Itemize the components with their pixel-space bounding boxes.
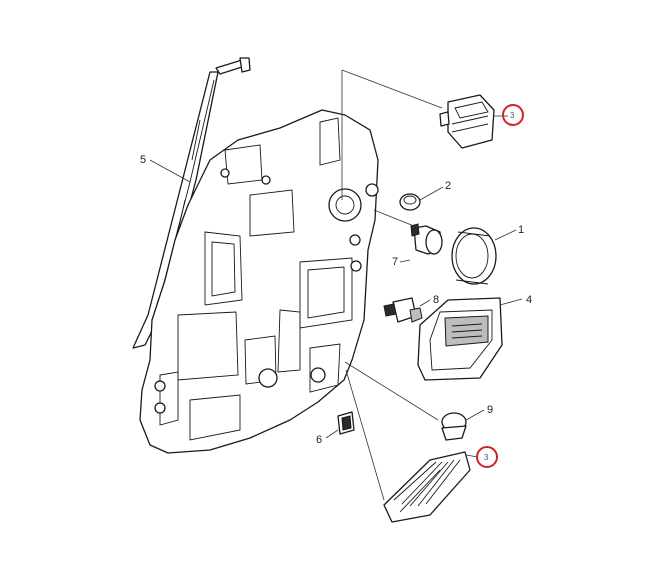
callout-3-bottom-highlight (476, 446, 498, 468)
callout-9: 9 (487, 404, 493, 416)
callout-3-top-highlight (502, 104, 524, 126)
part-7-bulb[interactable] (410, 223, 443, 255)
callout-8: 8 (433, 294, 439, 306)
part-4-control-module[interactable] (417, 297, 503, 381)
callout-labels: 1 2 4 5 6 7 8 9 3 3 (140, 104, 532, 468)
callout-1: 1 (518, 224, 524, 236)
leader-lines (149, 69, 523, 501)
part-2-grommet[interactable] (399, 193, 421, 211)
callout-7: 7 (392, 256, 398, 268)
part-1-bulb-cover[interactable] (451, 227, 497, 285)
part-8-lamp-socket[interactable] (383, 297, 423, 323)
callout-3-top: 3 (510, 111, 515, 120)
headlamp-housing[interactable] (139, 109, 379, 454)
part-6-clip[interactable] (337, 411, 355, 435)
part-3-heat-sink-module[interactable] (383, 451, 471, 523)
callout-3-bottom: 3 (484, 453, 489, 462)
callout-4: 4 (526, 294, 532, 306)
callout-2: 2 (445, 180, 451, 192)
callout-5: 5 (140, 154, 146, 166)
callout-6: 6 (316, 434, 322, 446)
part-9-bulb[interactable] (441, 412, 467, 441)
part-3-connector-module[interactable] (439, 94, 495, 149)
